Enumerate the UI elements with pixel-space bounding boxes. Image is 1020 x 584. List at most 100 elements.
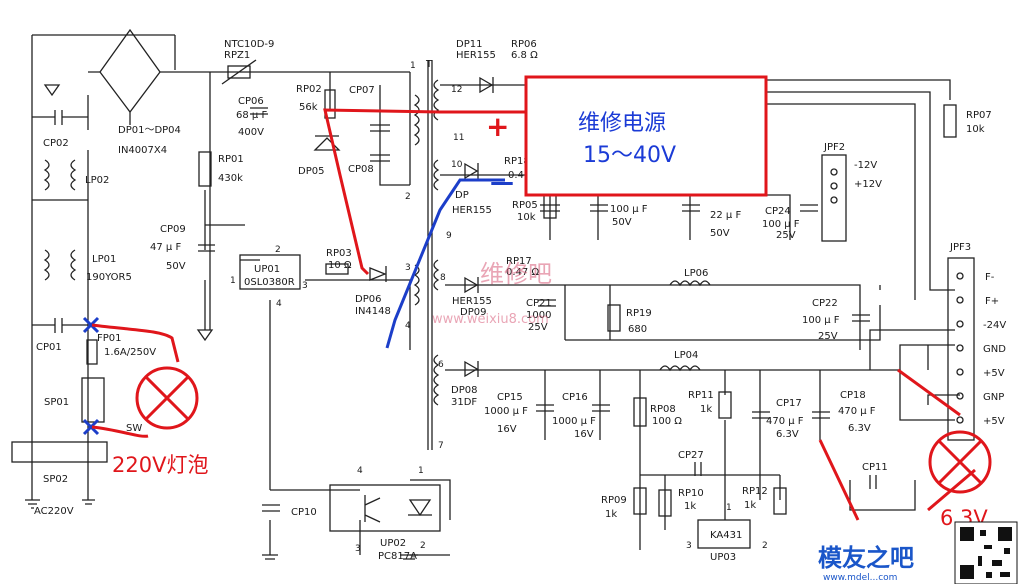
feed-wire-red xyxy=(323,108,525,276)
cross-mark-top xyxy=(82,316,100,334)
label-cp11: CP11 xyxy=(862,462,888,473)
label-sp02: SP02 xyxy=(43,474,68,485)
jpf3-pin-plus5v-b: +5V xyxy=(983,416,1005,427)
label-lp02: LP02 xyxy=(85,175,109,186)
connector-jpf3: JPF3 F- F+ -24V GND +5V GNP +5V xyxy=(949,242,1006,427)
watermark-cn: 维修吧 xyxy=(480,260,552,288)
pin-3-transformer: 3 xyxy=(405,263,411,273)
repair-box-line2: 15～40V xyxy=(583,143,676,168)
jpf3-pin-f-minus: F- xyxy=(985,272,995,283)
jpf3-pin-gnp: GNP xyxy=(983,392,1004,403)
logo-url: www.mdel...com xyxy=(823,573,897,583)
minus-mark: — xyxy=(490,168,514,196)
pin-7-transformer: 7 xyxy=(438,441,444,451)
repair-box-line1: 维修电源 xyxy=(578,111,666,136)
jpf3-pin-f-plus: F+ xyxy=(985,296,999,307)
pin-2-up01: 2 xyxy=(275,245,281,255)
repair-annotations: 维修电源 15～40V + — 220V灯泡 6.3V xyxy=(82,75,992,530)
pin-9-transformer: 9 xyxy=(446,231,452,241)
schematic-wires xyxy=(31,28,960,556)
jpf3-pin-gnd: GND xyxy=(983,344,1006,355)
pin-3-up03: 3 xyxy=(686,541,692,551)
label-cp27: CP27 xyxy=(678,450,704,461)
bulb-wire xyxy=(91,323,180,438)
label-dp05: DP05 xyxy=(298,166,324,177)
pin-2-transformer: 2 xyxy=(405,192,411,202)
watermark: 维修吧 www.weixiu8.com xyxy=(432,260,552,327)
qr-code-icon xyxy=(954,521,1018,584)
watermark-url: www.weixiu8.com xyxy=(432,312,549,327)
bulb-label: 220V灯泡 xyxy=(112,453,208,477)
label-cp10: CP10 xyxy=(291,507,317,518)
jpf3-pin-plus5v-a: +5V xyxy=(983,368,1005,379)
pin-11-transformer: 11 xyxy=(453,133,464,143)
jpf3-title: JPF3 xyxy=(949,242,971,253)
label-sw: SW xyxy=(126,423,142,434)
pin-3-up01: 3 xyxy=(302,281,308,291)
output-bulb-icon xyxy=(928,430,992,494)
bulb-icon xyxy=(135,366,199,430)
repair-power-box xyxy=(524,75,768,197)
label-ac: AC220V xyxy=(34,506,74,517)
plus-mark: + xyxy=(486,110,509,143)
pin-2-up03: 2 xyxy=(762,541,768,551)
cross-mark-bottom xyxy=(82,418,100,436)
logo-text: 模友之吧 xyxy=(818,544,914,572)
site-logo: 模友之吧 www.mdel...com xyxy=(815,521,1018,584)
label-sp01: SP01 xyxy=(44,397,69,408)
label-cp01: CP01 xyxy=(36,342,62,353)
label-transformer: T xyxy=(425,59,433,70)
pin-1-transformer: 1 xyxy=(410,61,416,71)
label-lp06: LP06 xyxy=(684,268,708,279)
pin-10-transformer: 10 xyxy=(451,160,463,170)
pin-1-up02: 1 xyxy=(418,466,424,476)
pin-4-up01: 4 xyxy=(276,299,282,309)
label-lp04: LP04 xyxy=(674,350,698,361)
pin-6-transformer: 6 xyxy=(438,360,444,370)
pin-1-up03: 1 xyxy=(726,503,732,513)
label-jpf2: JPF2-12V+12V xyxy=(823,142,882,190)
pin-1-up01: 1 xyxy=(230,276,236,286)
pin-4-transformer: 4 xyxy=(405,321,411,331)
pin-8-transformer: 8 xyxy=(440,273,446,283)
feed-wire-blue xyxy=(385,178,505,349)
pin-4-up02: 4 xyxy=(357,466,363,476)
jpf3-pin-minus24v: -24V xyxy=(983,320,1006,331)
